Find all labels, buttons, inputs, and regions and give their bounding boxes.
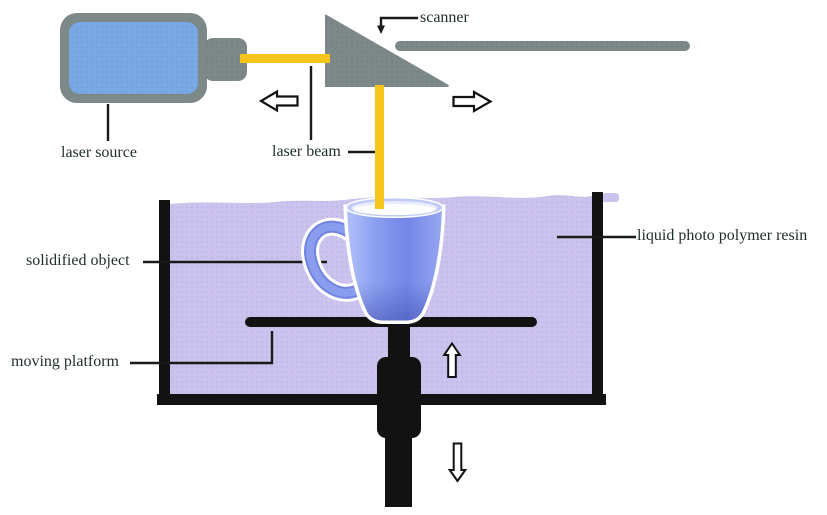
laser-source-nozzle-texture [204, 38, 247, 81]
scan-left-arrow-icon [258, 89, 299, 113]
scanner-leader-arrowhead [377, 25, 385, 34]
resin-label: liquid photo polymer resin [637, 227, 808, 244]
solidified-object-mug [301, 197, 446, 324]
mug-interior [353, 204, 436, 215]
scanner-leader-line [379, 16, 418, 27]
solidified-object-label: solidified object [26, 252, 130, 269]
laser-source-window-texture [69, 22, 198, 94]
scanner-label: scanner [420, 9, 469, 26]
scanner-prism-texture [325, 14, 449, 87]
resin-spill-blob [602, 193, 619, 202]
piston-upper-shaft [388, 326, 410, 361]
piston-lower-shaft [385, 436, 412, 507]
laser-source-label: laser source [61, 144, 137, 161]
mug-handle-highlight [306, 222, 360, 297]
scan-right-arrow-icon [452, 90, 493, 113]
laser-beam-vertical [375, 85, 384, 209]
piston-collar [377, 357, 421, 438]
platform-up-arrow-icon [442, 341, 462, 378]
tank-right-wall [592, 192, 603, 400]
platform-down-arrow-icon [447, 442, 468, 483]
tank-left-wall [159, 200, 170, 400]
laser-beam-label: laser beam [272, 143, 341, 160]
moving-platform-label: moving platform [11, 353, 119, 370]
moving-platform-leader-line [130, 331, 274, 365]
laser-beam-horizontal [240, 54, 330, 63]
scanner-rail-texture [395, 41, 690, 51]
